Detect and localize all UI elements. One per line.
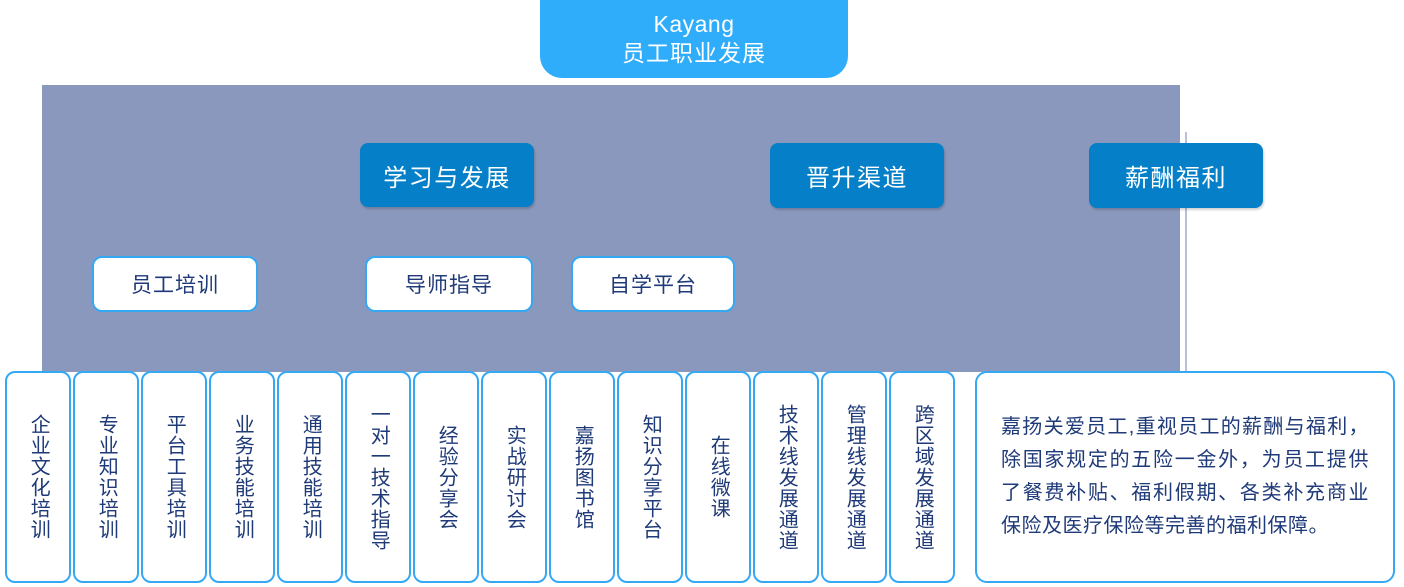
detail-card[interactable]: 通用技能培训: [277, 371, 343, 583]
detail-card-label: 在线微课: [707, 435, 730, 519]
background-panel: [42, 85, 1180, 372]
detail-card-label: 知识分享平台: [639, 414, 662, 540]
subcategory-mentor-guidance[interactable]: 导师指导: [365, 256, 533, 312]
pillar-learning-development[interactable]: 学习与发展: [360, 143, 534, 207]
subcategory-employee-training[interactable]: 员工培训: [92, 256, 258, 312]
detail-card[interactable]: 实战研讨会: [481, 371, 547, 583]
detail-card-label: 管理线发展通道: [843, 403, 866, 551]
detail-card[interactable]: 经验分享会: [413, 371, 479, 583]
detail-card-label: 通用技能培训: [299, 414, 322, 540]
header-banner: Kayang 员工职业发展: [540, 0, 848, 78]
detail-card[interactable]: 企业文化培训: [5, 371, 71, 583]
detail-card[interactable]: 专业知识培训: [73, 371, 139, 583]
detail-card-label: 平台工具培训: [163, 414, 186, 540]
detail-card-label: 嘉扬图书馆: [571, 424, 594, 530]
detail-card[interactable]: 跨区域发展通道: [889, 371, 955, 583]
detail-card-label: 跨区域发展通道: [911, 403, 934, 551]
subcategory-self-study-platform[interactable]: 自学平台: [571, 256, 735, 312]
detail-card[interactable]: 平台工具培训: [141, 371, 207, 583]
vertical-connector-line: [1185, 132, 1187, 372]
detail-card-label: 企业文化培训: [27, 414, 50, 540]
detail-card-label: 专业知识培训: [95, 414, 118, 540]
detail-card[interactable]: 管理线发展通道: [821, 371, 887, 583]
detail-card[interactable]: 一对一技术指导: [345, 371, 411, 583]
header-subtitle: 员工职业发展: [622, 40, 766, 66]
detail-card-label: 实战研讨会: [503, 424, 526, 530]
detail-card-row: 企业文化培训 专业知识培训 平台工具培训 业务技能培训 通用技能培训 一对一技术…: [5, 371, 965, 583]
detail-card-label: 一对一技术指导: [367, 403, 390, 551]
pillar-promotion-channel[interactable]: 晋升渠道: [770, 143, 944, 208]
detail-card-label: 技术线发展通道: [775, 403, 798, 551]
pillar-compensation-benefits[interactable]: 薪酬福利: [1089, 143, 1263, 208]
detail-card-label: 经验分享会: [435, 424, 458, 530]
detail-card[interactable]: 知识分享平台: [617, 371, 683, 583]
detail-card[interactable]: 技术线发展通道: [753, 371, 819, 583]
detail-card[interactable]: 业务技能培训: [209, 371, 275, 583]
detail-card-label: 业务技能培训: [231, 414, 254, 540]
detail-card[interactable]: 在线微课: [685, 371, 751, 583]
benefits-description-text: 嘉扬关爱员工,重视员工的薪酬与福利，除国家规定的五险一金外，为员工提供了餐费补贴…: [1001, 416, 1369, 537]
detail-card[interactable]: 嘉扬图书馆: [549, 371, 615, 583]
benefits-description-card: 嘉扬关爱员工,重视员工的薪酬与福利，除国家规定的五险一金外，为员工提供了餐费补贴…: [975, 371, 1395, 583]
brand-name: Kayang: [653, 10, 735, 37]
